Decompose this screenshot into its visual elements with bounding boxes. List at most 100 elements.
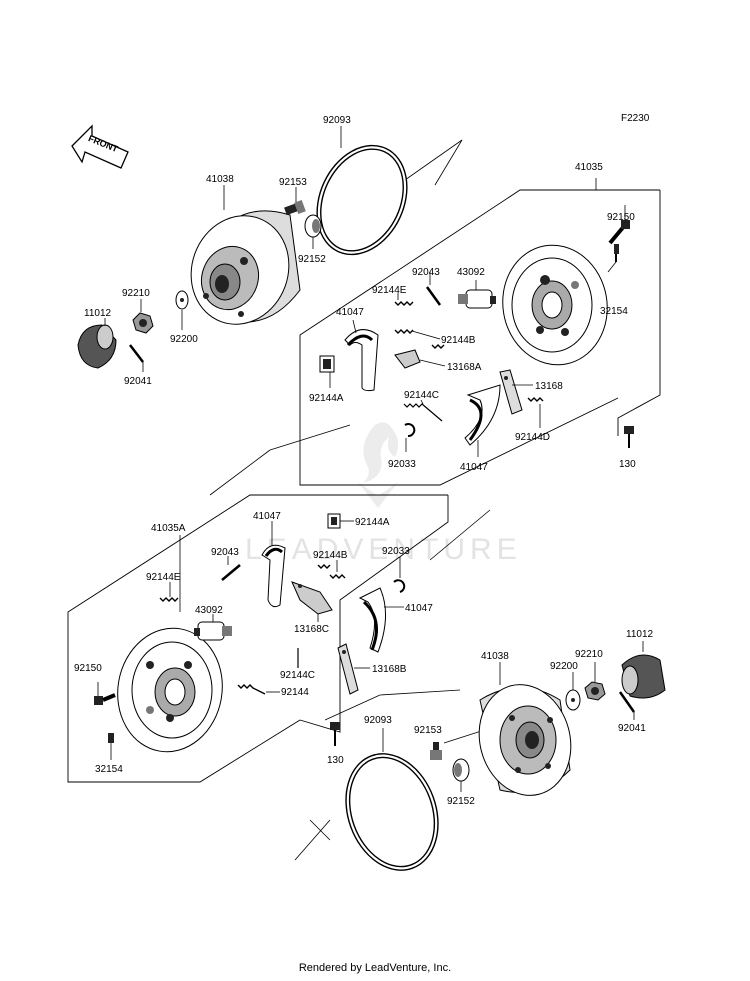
label-43092: 43092 <box>457 267 485 278</box>
label-130-lh: 130 <box>327 755 344 766</box>
hub-spacer <box>304 214 322 238</box>
label-92144: 92144 <box>281 687 309 698</box>
brake-drum-seal-ring-lh <box>345 753 439 871</box>
label-92150-lh: 92150 <box>74 663 102 674</box>
bleeder-valve-lh <box>108 733 114 743</box>
label-92200: 92200 <box>170 334 198 345</box>
diagram-code: F2230 <box>621 113 650 124</box>
axle-washer <box>175 290 189 310</box>
brake-shoe-lower-lh <box>358 587 387 653</box>
label-13168: 13168 <box>535 381 563 392</box>
label-92144b-lh: 92144B <box>313 550 348 561</box>
watermark: LEADVENTURE <box>245 422 522 566</box>
spring-clip-92144a-lh <box>327 513 341 529</box>
label-92093: 92093 <box>323 115 351 126</box>
label-92144b: 92144B <box>441 335 476 346</box>
label-32154: 32154 <box>600 306 628 317</box>
spring-92144b <box>394 329 414 334</box>
lever-13168 <box>499 369 523 415</box>
label-92144d: 92144D <box>515 432 550 443</box>
front-arrow-icon: FRONT <box>71 124 129 169</box>
flange-bolt <box>624 426 634 448</box>
panel-bolt-lh <box>94 693 116 705</box>
label-92043-lh: 92043 <box>211 547 239 558</box>
hub-bolt-lh <box>430 742 442 760</box>
label-92041-lh: 92041 <box>618 723 646 734</box>
lever-13168a <box>394 349 421 369</box>
axle-washer-lh <box>565 689 581 711</box>
top-frame <box>617 190 661 436</box>
label-92043: 92043 <box>412 267 440 278</box>
label-43092-lh: 43092 <box>195 605 223 616</box>
label-32154-lh: 32154 <box>95 764 123 775</box>
label-92210: 92210 <box>122 288 150 299</box>
label-92144c: 92144C <box>404 390 439 401</box>
snap-ring <box>404 423 416 437</box>
label-41047-top: 41047 <box>336 307 364 318</box>
bottom-frame <box>67 494 448 783</box>
hub-bolt <box>284 199 306 216</box>
label-13168b: 13168B <box>372 664 407 675</box>
label-41035a: 41035A <box>151 523 186 534</box>
label-11012: 11012 <box>84 308 112 319</box>
wheel-cylinder-lh <box>194 621 232 641</box>
brake-drum-lh <box>478 684 572 796</box>
label-92153-lh: 92153 <box>414 725 442 736</box>
hub-spacer-lh <box>452 758 470 782</box>
hub-cap-lh <box>621 654 666 699</box>
label-92144a: 92144A <box>309 393 344 404</box>
label-92210-lh: 92210 <box>575 649 603 660</box>
brake-shoe-upper <box>344 329 379 392</box>
footer-credit: Rendered by LeadVenture, Inc. <box>298 962 452 974</box>
lever-13168b <box>337 643 359 695</box>
cotter-pin-lh <box>618 691 636 713</box>
label-92144e: 92144E <box>372 285 407 296</box>
label-11012-lh: 11012 <box>626 629 654 640</box>
anchor-pin <box>425 286 442 306</box>
cotter-pin <box>129 344 144 363</box>
axle-nut <box>132 312 154 334</box>
spring-92144e-lh <box>159 597 179 602</box>
label-13168a: 13168A <box>447 362 482 373</box>
label-41035: 41035 <box>575 162 603 173</box>
wheel-cylinder <box>458 289 496 309</box>
label-130: 130 <box>619 459 636 470</box>
spring-92144b-lh <box>329 574 346 579</box>
label-92033: 92033 <box>388 459 416 470</box>
brake-panel-lh <box>117 627 223 753</box>
brake-drum-seal-ring <box>316 144 408 256</box>
top-assembly: 92093 41038 92153 92152 41035 92150 9221… <box>77 115 661 496</box>
label-41047-bottom-lh: 41047 <box>405 603 433 614</box>
label-41047-bottom: 41047 <box>460 462 488 473</box>
brake-panel <box>502 244 608 366</box>
brake-shoe-lower <box>464 384 501 446</box>
label-41038: 41038 <box>206 174 234 185</box>
label-92152: 92152 <box>298 254 326 265</box>
watermark-text: LEADVENTURE <box>245 533 522 566</box>
anchor-pin-lh <box>221 564 241 581</box>
label-92093-lh: 92093 <box>364 715 392 726</box>
label-41047-top-lh: 41047 <box>253 511 281 522</box>
lever-13168c <box>291 581 333 615</box>
label-92041: 92041 <box>124 376 152 387</box>
spring-92144d <box>527 397 544 402</box>
label-92152-lh: 92152 <box>447 796 475 807</box>
panel-bolt <box>608 220 630 245</box>
label-92144e-lh: 92144E <box>146 572 181 583</box>
snap-ring-lh <box>393 579 406 593</box>
brake-drum <box>190 210 301 325</box>
brake-shoe-upper-lh <box>261 544 286 608</box>
spring-clip-92144a <box>319 355 335 373</box>
label-92150: 92150 <box>607 212 635 223</box>
label-92144c-lh: 92144C <box>280 670 315 681</box>
bottom-assembly: 41047 92144A 41035A 92043 92144B 92033 9… <box>67 494 666 871</box>
label-13168c: 13168C <box>294 624 329 635</box>
label-92200-lh: 92200 <box>550 661 578 672</box>
bleeder-valve <box>614 244 619 262</box>
flange-bolt-lh <box>330 722 340 746</box>
label-41038-lh: 41038 <box>481 651 509 662</box>
spring-92144c <box>403 403 443 422</box>
label-92033-lh: 92033 <box>382 546 410 557</box>
spring-92144 <box>237 684 266 695</box>
